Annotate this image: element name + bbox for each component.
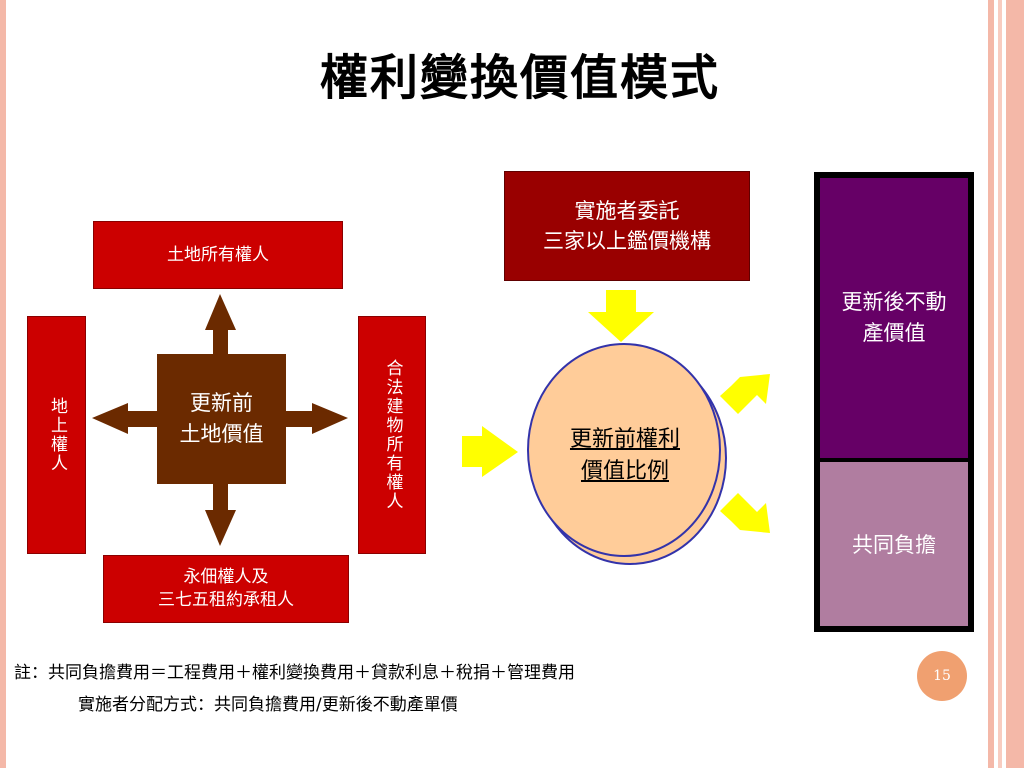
page-number-badge: 15: [917, 651, 967, 701]
surface-rights-box: 地上權人: [27, 316, 86, 554]
landowner-box: 土地所有權人: [93, 221, 343, 289]
yellow-arrow-upper-right: [720, 374, 770, 414]
post-value-line-2: 產價值: [862, 321, 926, 345]
appraiser-box: 實施者委託 三家以上鑑價機構: [504, 171, 750, 281]
note-line-2: 實施者分配方式：共同負擔費用/更新後不動產單價: [78, 695, 458, 715]
left-edge-stripe: [0, 0, 6, 768]
appraiser-line-2: 三家以上鑑價機構: [543, 229, 711, 253]
yellow-arrow-lower-right: [720, 493, 770, 533]
ratio-line-2: 價值比例: [580, 458, 669, 484]
post-renewal-value-block: 更新後不動 產價值: [820, 178, 968, 458]
arrow-right: [286, 403, 348, 434]
post-value-line-1: 更新後不動: [841, 289, 947, 314]
pre-renewal-land-value-box: 更新前 土地價值: [157, 354, 286, 484]
land-value-line-1: 更新前: [190, 390, 253, 415]
yellow-arrow-down: [588, 290, 654, 342]
rights-ratio-text: 更新前權利 價值比例: [540, 424, 710, 488]
tenant-line-1: 永佃權人及: [183, 567, 269, 588]
common-burden-label: 共同負擔: [852, 533, 936, 557]
tenant-box: 永佃權人及 三七五租約承租人: [103, 555, 349, 623]
tenant-line-2: 三七五租約承租人: [158, 590, 294, 610]
right-stripe-3: [1006, 0, 1024, 768]
arrow-left: [92, 403, 160, 434]
building-owner-box: 合法建物所有權人: [358, 316, 426, 554]
page-number: 15: [933, 668, 951, 684]
yellow-arrow-right-left: [462, 426, 518, 477]
arrow-down: [205, 484, 236, 546]
right-stripe-1: [988, 0, 994, 768]
land-value-line-2: 土地價值: [179, 422, 264, 446]
building-owner-label: 合法建物所有權人: [382, 359, 403, 511]
ellipse-main: [527, 343, 721, 557]
arrow-up: [205, 294, 236, 356]
note-line-1: 註：共同負擔費用＝工程費用＋權利變換費用＋貸款利息＋稅捐＋管理費用: [14, 663, 575, 683]
right-stripe-2: [998, 0, 1002, 768]
common-burden-block: 共同負擔: [820, 462, 968, 626]
slide-title: 權利變換價值模式: [319, 50, 720, 106]
ratio-line-1: 更新前權利: [569, 427, 680, 452]
landowner-label: 土地所有權人: [167, 244, 269, 265]
appraiser-line-1: 實施者委託: [574, 198, 680, 223]
surface-rights-label: 地上權人: [46, 397, 67, 473]
